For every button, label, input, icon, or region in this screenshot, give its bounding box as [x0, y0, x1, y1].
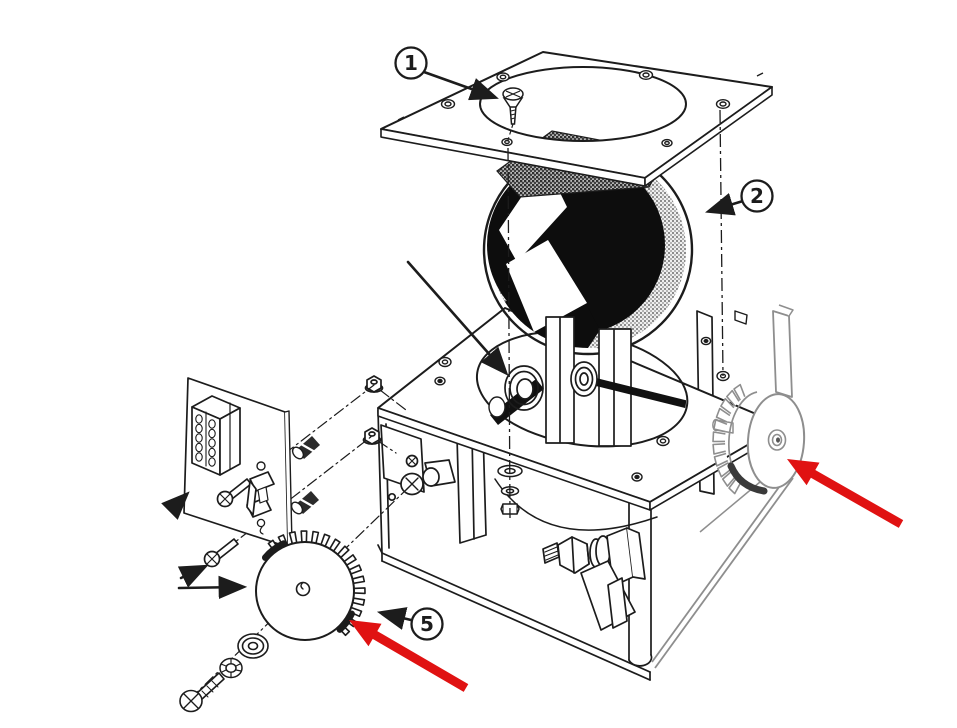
arrow-to-left-bearing: [406, 260, 509, 376]
center-lines: [507, 109, 724, 519]
callout-2-label: 2: [750, 184, 764, 208]
kep-nut-lower: [362, 427, 382, 445]
idler-bolt-assembly: [542, 527, 646, 631]
arrow-to-pcb: [161, 491, 190, 520]
gear-teeth: [712, 383, 746, 495]
roller-support-posts: [545, 316, 632, 447]
drive-gear-assembly: [651, 304, 806, 669]
callout-2-leader: [705, 193, 745, 216]
mounting-plate-holes: [440, 69, 731, 148]
callout-1: 1: [394, 46, 428, 80]
standoff-upper: [291, 436, 320, 460]
lock-washer: [219, 657, 243, 679]
encoder-slot-wheel: [255, 541, 355, 641]
rear-flange: [772, 304, 794, 398]
callout-2: 2: [740, 179, 774, 213]
assembly-axes: [207, 384, 407, 564]
callout-5-label: 5: [420, 612, 434, 636]
bottom-plate-right-edge: [651, 471, 791, 663]
red-annotation-arrows: [349, 459, 904, 692]
header-connector: [191, 395, 241, 476]
arrow-to-screw: [177, 564, 209, 588]
trackball: [482, 144, 694, 356]
encoder-wheel-assembly: [179, 486, 410, 713]
wheel-dark-segment-upper: [261, 540, 288, 561]
flat-washer: [237, 633, 269, 659]
callout-5-leader: [376, 607, 413, 630]
wheel-screw: [179, 672, 225, 713]
leader-arrows: [161, 70, 745, 630]
bottom-plate-right-edge-2: [654, 477, 794, 669]
pcb-screw-upper: [216, 478, 252, 508]
ball-highlight-lower: [506, 240, 587, 332]
gear-dark-band: [727, 462, 768, 495]
standoff-lower: [290, 491, 319, 515]
centerline-right: [719, 109, 724, 377]
wheel-dark-segment-lower: [336, 610, 355, 633]
pcb-assembly: [183, 377, 407, 568]
callout-1-leader: [422, 70, 499, 101]
roller-bearings: [488, 361, 693, 425]
red-arrow-to-gear: [787, 459, 904, 528]
top-mounting-plate: [380, 51, 773, 187]
centerline-left: [507, 147, 511, 519]
red-arrow-to-encoder-wheel: [349, 620, 469, 692]
callout-1-label: 1: [404, 51, 418, 75]
pcb-screw-lower: [203, 538, 239, 568]
arrow-to-wheel: [177, 575, 248, 600]
gear-hub: [767, 429, 787, 451]
photo-interrupter: [246, 471, 275, 535]
pcb-hole: [256, 461, 266, 471]
roller-shaft-right: [592, 377, 693, 410]
callout-5: 5: [410, 607, 444, 641]
mounting-plate-screw: [502, 87, 524, 141]
